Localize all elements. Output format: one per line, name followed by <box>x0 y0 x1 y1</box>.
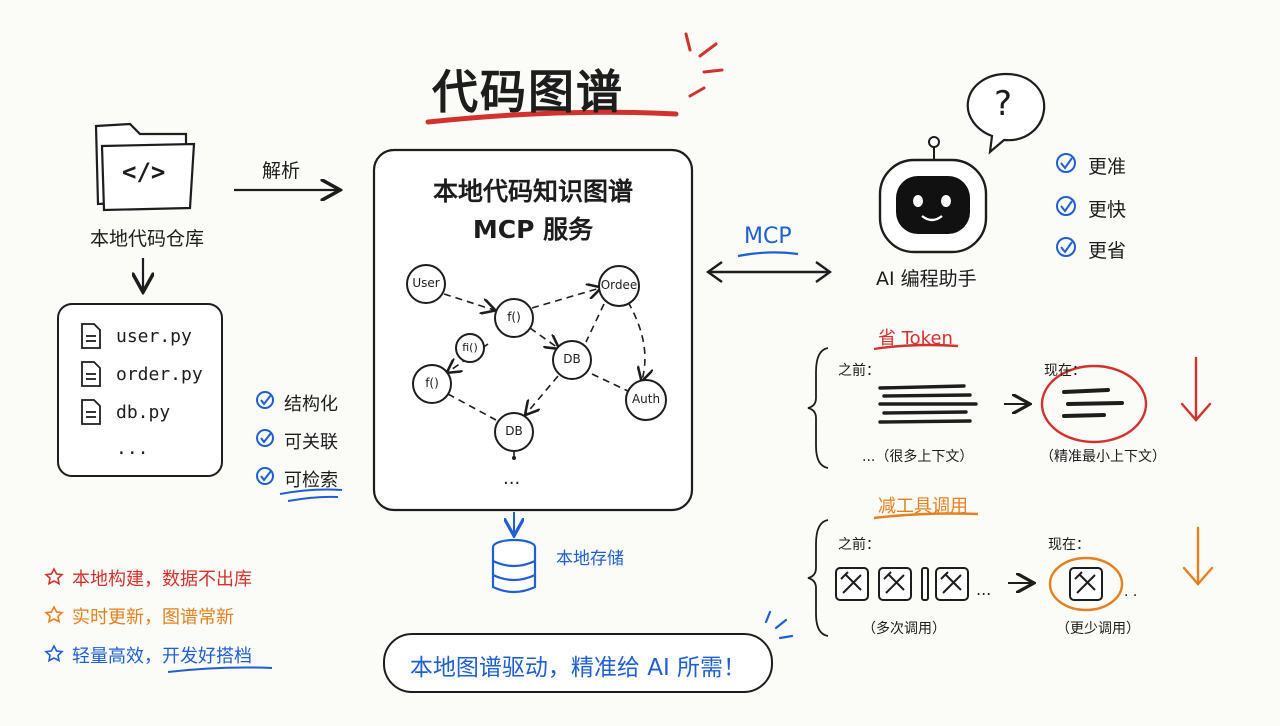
folder-icon <box>94 122 196 212</box>
tools-underline <box>873 512 979 520</box>
check-icon <box>256 467 274 485</box>
props-underline <box>279 488 343 502</box>
star-icon <box>44 567 64 586</box>
token-title: 省 Token <box>878 328 953 349</box>
file-icon <box>81 399 101 425</box>
graph-node-auth <box>625 379 667 421</box>
file-ellipsis: ... <box>116 438 149 459</box>
file-icon <box>81 323 101 349</box>
check-icon <box>1056 196 1076 216</box>
graph-node-db <box>552 340 592 380</box>
tools-title: 减工具调用 <box>878 496 968 517</box>
feature-item: 本地构建，数据不出库 <box>72 569 252 590</box>
repo-label: 本地代码仓库 <box>90 228 205 250</box>
wrench-screwdriver-icon <box>935 567 969 601</box>
star-icon <box>44 605 64 624</box>
after-caption: （精准最小上下文） <box>1040 449 1166 465</box>
graph-node-label: DB <box>505 424 523 438</box>
file-list-box <box>57 303 223 477</box>
benefit-item: 更快 <box>1088 199 1127 221</box>
question-icon: ? <box>994 84 1013 124</box>
graph-node-f-left <box>412 364 452 404</box>
robot-icon <box>878 136 988 254</box>
graph-node-user <box>406 264 446 304</box>
file-name: order.py <box>116 364 203 385</box>
graph-node-label: fi() <box>462 341 478 354</box>
file-name: user.py <box>116 326 192 347</box>
before-caption: ...（很多上下文） <box>862 449 974 465</box>
benefit-item: 更省 <box>1088 240 1127 262</box>
wrench-screwdriver-icon <box>835 567 869 601</box>
title-spark-icon <box>684 32 724 98</box>
mcp-underline <box>737 251 799 258</box>
mcp-label: MCP <box>744 224 792 249</box>
token-underline <box>873 343 959 351</box>
after-caption: （更少调用） <box>1056 621 1140 637</box>
feature-item: 轻量高效，开发好搭档 <box>72 646 252 667</box>
page-title: 代码图谱 <box>432 65 624 119</box>
slogan-box <box>383 633 773 693</box>
star-icon <box>44 644 64 663</box>
graph-ellipsis: ... <box>503 468 521 489</box>
check-icon <box>256 391 274 409</box>
focus-circle <box>1040 364 1148 444</box>
prop-item: 结构化 <box>284 394 338 415</box>
graph-node-order <box>598 265 640 307</box>
file-name: db.py <box>116 402 171 423</box>
feature-item: 实时更新，图谱常新 <box>72 607 234 628</box>
down-arrow-icon <box>1180 356 1212 422</box>
graph-node-f-top <box>494 298 534 338</box>
graph-node-label: f() <box>507 310 521 324</box>
graph-node-label: f() <box>425 376 439 390</box>
wrench-screwdriver-icon <box>921 567 929 601</box>
tools-after-dots: . . <box>1124 584 1138 600</box>
tools-ellipsis: ... <box>976 580 992 599</box>
before-label: 之前： <box>838 363 880 379</box>
title-underline <box>425 109 679 125</box>
graph-node-label: Ordee <box>600 278 638 292</box>
wrench-screwdriver-icon <box>878 567 912 601</box>
before-label: 之前： <box>838 537 880 553</box>
graph-node-fi <box>455 333 485 363</box>
graph-node-label: User <box>412 276 440 290</box>
speech-bubble <box>966 72 1046 155</box>
code-symbol: </> <box>122 158 166 186</box>
file-icon <box>81 361 101 387</box>
storage-label: 本地存储 <box>556 549 624 569</box>
benefit-item: 更准 <box>1088 156 1127 178</box>
slogan-spark-icon <box>764 610 794 640</box>
feature-underline <box>167 666 273 673</box>
assistant-label: AI 编程助手 <box>876 268 977 290</box>
scribble-lines <box>878 384 978 424</box>
check-icon <box>1056 153 1076 173</box>
graph-node-label: DB <box>563 352 581 366</box>
focus-circle <box>1048 556 1124 612</box>
slogan-text: 本地图谱驱动，精准给 AI 所需！ <box>409 655 747 681</box>
tools-brace <box>807 519 829 637</box>
graph-node-label: Auth <box>631 392 661 406</box>
token-brace <box>807 347 829 469</box>
after-label: 现在： <box>1048 537 1090 553</box>
service-title: 本地代码知识图谱 <box>432 177 633 206</box>
service-subtitle: MCP 服务 <box>472 215 594 244</box>
after-label: 现在： <box>1044 363 1086 379</box>
check-icon <box>1056 237 1076 257</box>
before-caption: （多次调用） <box>862 621 946 637</box>
database-icon <box>491 538 537 594</box>
prop-item: 可检索 <box>284 470 338 491</box>
prop-item: 可关联 <box>284 432 338 453</box>
parse-label: 解析 <box>262 160 301 182</box>
graph-node-db-bottom <box>494 412 534 452</box>
check-icon <box>256 429 274 447</box>
down-arrow-icon <box>1182 526 1214 586</box>
wrench-screwdriver-icon <box>1069 567 1103 601</box>
